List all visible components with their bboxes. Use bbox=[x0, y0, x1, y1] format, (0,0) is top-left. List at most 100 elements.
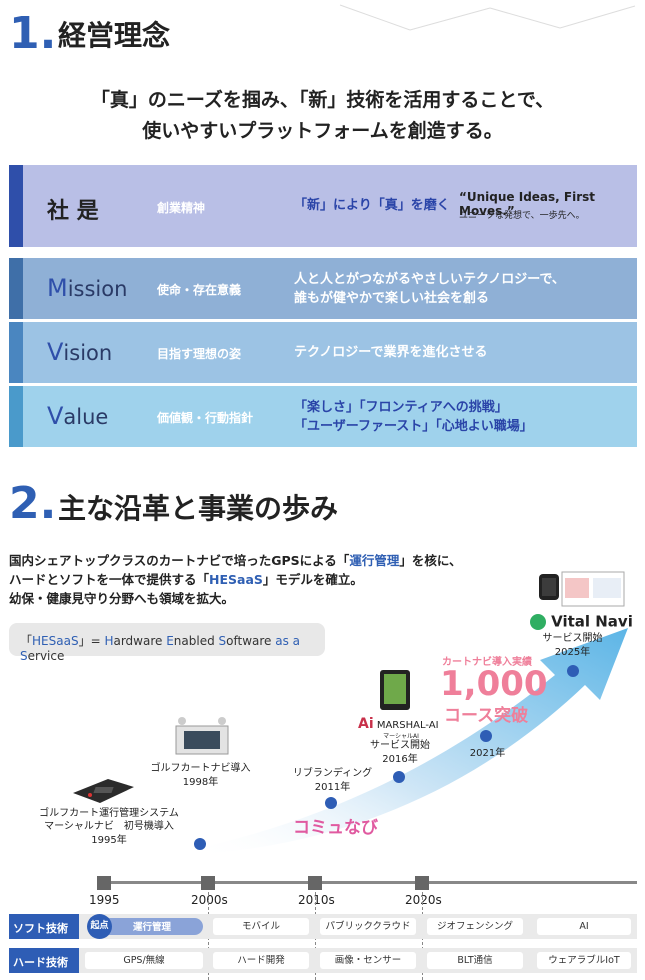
mission-sub: 使命・存在意義 bbox=[157, 283, 242, 297]
shaze-accent-bar bbox=[9, 165, 23, 247]
origin-badge: 起点 bbox=[87, 914, 112, 939]
vision-row: Vision 目指す理想の姿 テクノロジーで業界を進化させる bbox=[9, 322, 637, 383]
marshal-ai-sub: マーシャルAI bbox=[383, 733, 419, 740]
shaze-sub: 創業精神 bbox=[157, 201, 206, 215]
axis-tick-2010s bbox=[308, 876, 322, 890]
pill-w1: H bbox=[104, 634, 114, 648]
vision-desc-1: テクノロジーで業界を進化させる bbox=[294, 345, 488, 360]
milestone-dot-2021 bbox=[480, 730, 492, 742]
soft-item-4: AI bbox=[537, 918, 631, 935]
mission-accent-bar bbox=[9, 258, 23, 319]
axis-label-2010s: 2010s bbox=[298, 893, 335, 907]
milestone-2021-year: 2021年 bbox=[469, 748, 506, 759]
intro-line-3: 幼保・健康見守り分野へも領域を拡大。 bbox=[9, 591, 235, 606]
value-rest: alue bbox=[63, 405, 109, 429]
intro-line-1: 国内シェアトップクラスのカートナビで培ったGPSによる「運行管理」を核に、 bbox=[9, 552, 461, 570]
motto-line-2: 使いやすいプラットフォームを創造する。 bbox=[142, 120, 503, 142]
pill-w4: as a bbox=[275, 634, 301, 648]
pill-w3r: oftware bbox=[226, 634, 276, 648]
section1-number: 1. bbox=[9, 8, 57, 59]
pill-w2r: nabled bbox=[173, 634, 219, 648]
vision-sub: 目指す理想の姿 bbox=[157, 347, 242, 361]
marshal-navi-device-image bbox=[73, 779, 134, 803]
milestone-2011-year: 2011年 bbox=[314, 782, 351, 793]
shaze-en: “Unique Ideas, First Moves.” bbox=[459, 190, 596, 218]
soft-tech-header: ソフト技術 bbox=[9, 914, 79, 939]
value-accent-bar bbox=[9, 386, 23, 447]
milestone-1995-l1: ゴルフカート運行管理システム bbox=[39, 808, 179, 819]
pill-w3: S bbox=[218, 634, 227, 648]
milestone-1998-l1: ゴルフカートナビ導入 bbox=[150, 763, 251, 774]
milestone-2016-l1: サービス開始 bbox=[370, 740, 430, 751]
hard-item-1: ハード開発 bbox=[213, 952, 309, 969]
milestone-2025-year: 2025年 bbox=[554, 647, 591, 658]
pill-w1r: ardware bbox=[113, 634, 167, 648]
milestone-dot-1998 bbox=[194, 838, 206, 850]
komyu-navi-logo: コミュなび bbox=[293, 818, 378, 838]
mission-cap: M bbox=[47, 274, 68, 302]
vision-cap: V bbox=[47, 338, 64, 366]
axis-label-2020s: 2020s bbox=[405, 893, 442, 907]
hard-tech-header: ハード技術 bbox=[9, 948, 79, 973]
pill-w5r: ervice bbox=[27, 649, 65, 663]
hard-item-4: ウェアラブルIoT bbox=[537, 952, 631, 969]
cart-navi-device-image bbox=[175, 717, 229, 755]
intro-line-2: ハードとソフトを一体で提供する「HESaaS」モデルを確立。 bbox=[9, 571, 363, 589]
course-achievement-label: カートナビ導入実績 bbox=[442, 657, 532, 668]
soft-item-1: モバイル bbox=[213, 918, 309, 935]
course-achievement-text: コース突破 bbox=[444, 706, 529, 726]
intro-1c: 」を核に、 bbox=[399, 553, 462, 568]
vital-navi-devices-image bbox=[539, 571, 625, 607]
vision-accent-bar bbox=[9, 322, 23, 383]
value-row: Value 価値観・行動指針 「楽しさ」「フロンティアへの挑戦」 「ユーザーファ… bbox=[9, 386, 637, 447]
axis-tick-2020s bbox=[415, 876, 429, 890]
section1-title: 経営理念 bbox=[58, 19, 171, 52]
pill-p3: 」= bbox=[78, 634, 105, 648]
soft-item-3: ジオフェンシング bbox=[427, 918, 523, 935]
milestone-dot-2025 bbox=[567, 665, 579, 677]
intro-1b: 運行管理 bbox=[349, 553, 400, 568]
marshal-ai-brand: MARSHAL-AI bbox=[376, 720, 439, 731]
intro-2b: HESaaS bbox=[209, 572, 263, 587]
milestone-1995-year: 1995年 bbox=[91, 835, 127, 846]
value-cap: V bbox=[47, 402, 64, 430]
shaze-en-sub: ユニークな発想で、一歩先へ。 bbox=[459, 211, 585, 221]
value-key: Value bbox=[47, 402, 108, 430]
hard-tech-row: ハード技術 GPS/無線 ハード開発 画像・センサー BLT通信 ウェアラブルI… bbox=[9, 948, 637, 973]
motto-line-1: 「真」のニーズを掴み、「新」技術を活用することで、 bbox=[90, 89, 555, 111]
milestone-2016-year: 2016年 bbox=[382, 754, 418, 765]
vital-navi-icon bbox=[530, 613, 546, 630]
mission-desc-2: 誰もが健やかで楽しい社会を創る bbox=[294, 291, 490, 306]
hard-item-3: BLT通信 bbox=[427, 952, 523, 969]
pill-p2: HESaaS bbox=[32, 634, 79, 648]
milestone-2025-l1: サービス開始 bbox=[542, 633, 603, 644]
timeline-axis bbox=[100, 881, 637, 884]
marshal-ai-device-image bbox=[380, 670, 410, 710]
intro-2c: 」モデルを確立。 bbox=[262, 572, 363, 587]
milestone-dot-2011 bbox=[325, 797, 337, 809]
pill-w5: S bbox=[20, 649, 28, 663]
pill-p1: 「 bbox=[20, 634, 33, 648]
value-desc-1: 「楽しさ」「フロンティアへの挑戦」 bbox=[294, 400, 508, 415]
pill-w2: E bbox=[166, 634, 174, 648]
growth-arrow bbox=[190, 628, 628, 855]
network-decoration bbox=[339, 4, 636, 31]
mission-row: Mission 使命・存在意義 人と人とがつながるやさしいテクノロジーで、 誰も… bbox=[9, 258, 637, 319]
hard-item-0: GPS/無線 bbox=[85, 952, 203, 969]
shaze-desc: 「新」により「真」を磨く bbox=[294, 198, 450, 213]
vital-navi-brand: Vital Navi bbox=[551, 612, 633, 631]
course-achievement-number: 1,000 bbox=[440, 664, 548, 704]
milestone-dot-2016 bbox=[393, 771, 405, 783]
vision-key: Vision bbox=[47, 338, 112, 366]
shaze-key: 社 是 bbox=[47, 199, 99, 224]
mission-key: Mission bbox=[47, 274, 127, 302]
mission-desc-1: 人と人とがつながるやさしいテクノロジーで、 bbox=[294, 272, 565, 287]
vital-navi-logo: Vital Navi bbox=[530, 611, 633, 631]
soft-tech-row: ソフト技術 起点 運行管理 モバイル パブリッククラウド ジオフェンシング AI bbox=[9, 914, 637, 939]
soft-item-0: 運行管理 bbox=[133, 922, 172, 933]
milestone-1995-l2: マーシャルナビ 初号機導入 bbox=[44, 821, 174, 832]
vision-rest: ision bbox=[63, 341, 113, 365]
axis-label-1995: 1995 bbox=[89, 893, 120, 907]
intro-1a: 国内シェアトップクラスのカートナビで培ったGPSによる「 bbox=[9, 553, 350, 568]
hesaas-definition: 「HESaaS」= Hardware Enabled Software as a… bbox=[9, 623, 325, 663]
